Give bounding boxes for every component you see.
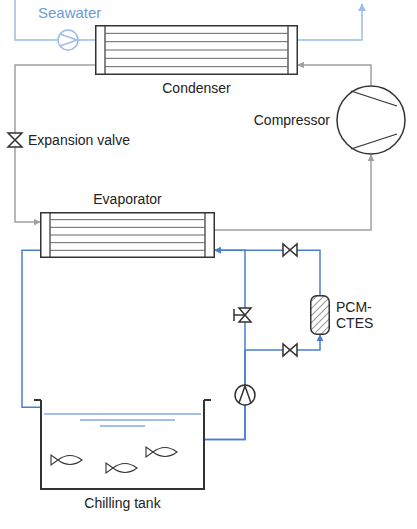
node-label: Expansion valve bbox=[28, 132, 130, 148]
compressor-symbol: Compressor bbox=[336, 85, 406, 155]
node-outline bbox=[40, 400, 205, 490]
stream-label: Seawater bbox=[38, 4, 101, 21]
node-label: Condenser bbox=[162, 80, 231, 96]
node-label: Compressor bbox=[254, 112, 330, 128]
condenser-box: Condenser bbox=[95, 25, 298, 75]
node-outline bbox=[40, 212, 215, 258]
pump-symbol bbox=[58, 30, 78, 50]
refrigerant-line bbox=[15, 147, 40, 222]
seawater-line bbox=[298, 4, 362, 40]
node-label: Chilling tank bbox=[84, 495, 160, 511]
water-line bbox=[215, 250, 320, 295]
node-outline bbox=[95, 25, 298, 75]
water-line bbox=[205, 335, 320, 440]
evaporator-box: Evaporator bbox=[40, 212, 215, 258]
node-label: PCM- CTES bbox=[336, 299, 373, 331]
water-line bbox=[22, 250, 57, 407]
chilling-tank: Chilling tank bbox=[40, 400, 205, 490]
storage-tank: PCM- CTES bbox=[310, 295, 330, 335]
hand-valve-symbol bbox=[234, 308, 251, 322]
valve-symbol bbox=[283, 244, 297, 256]
node-outline bbox=[336, 85, 406, 155]
expansion-valve: Expansion valve bbox=[8, 133, 22, 147]
water-line bbox=[205, 250, 245, 439]
refrigerant-line bbox=[298, 65, 371, 85]
fish-icon bbox=[146, 447, 177, 457]
node-outline bbox=[310, 295, 330, 335]
refrigerant-line bbox=[15, 65, 95, 133]
valve-symbol bbox=[283, 344, 297, 356]
refrigerant-line bbox=[215, 155, 371, 230]
fish-icon bbox=[106, 463, 137, 473]
node-outline bbox=[8, 133, 22, 147]
node-label: Evaporator bbox=[93, 191, 161, 207]
fish-icon bbox=[51, 455, 82, 465]
pump-symbol bbox=[235, 385, 255, 405]
